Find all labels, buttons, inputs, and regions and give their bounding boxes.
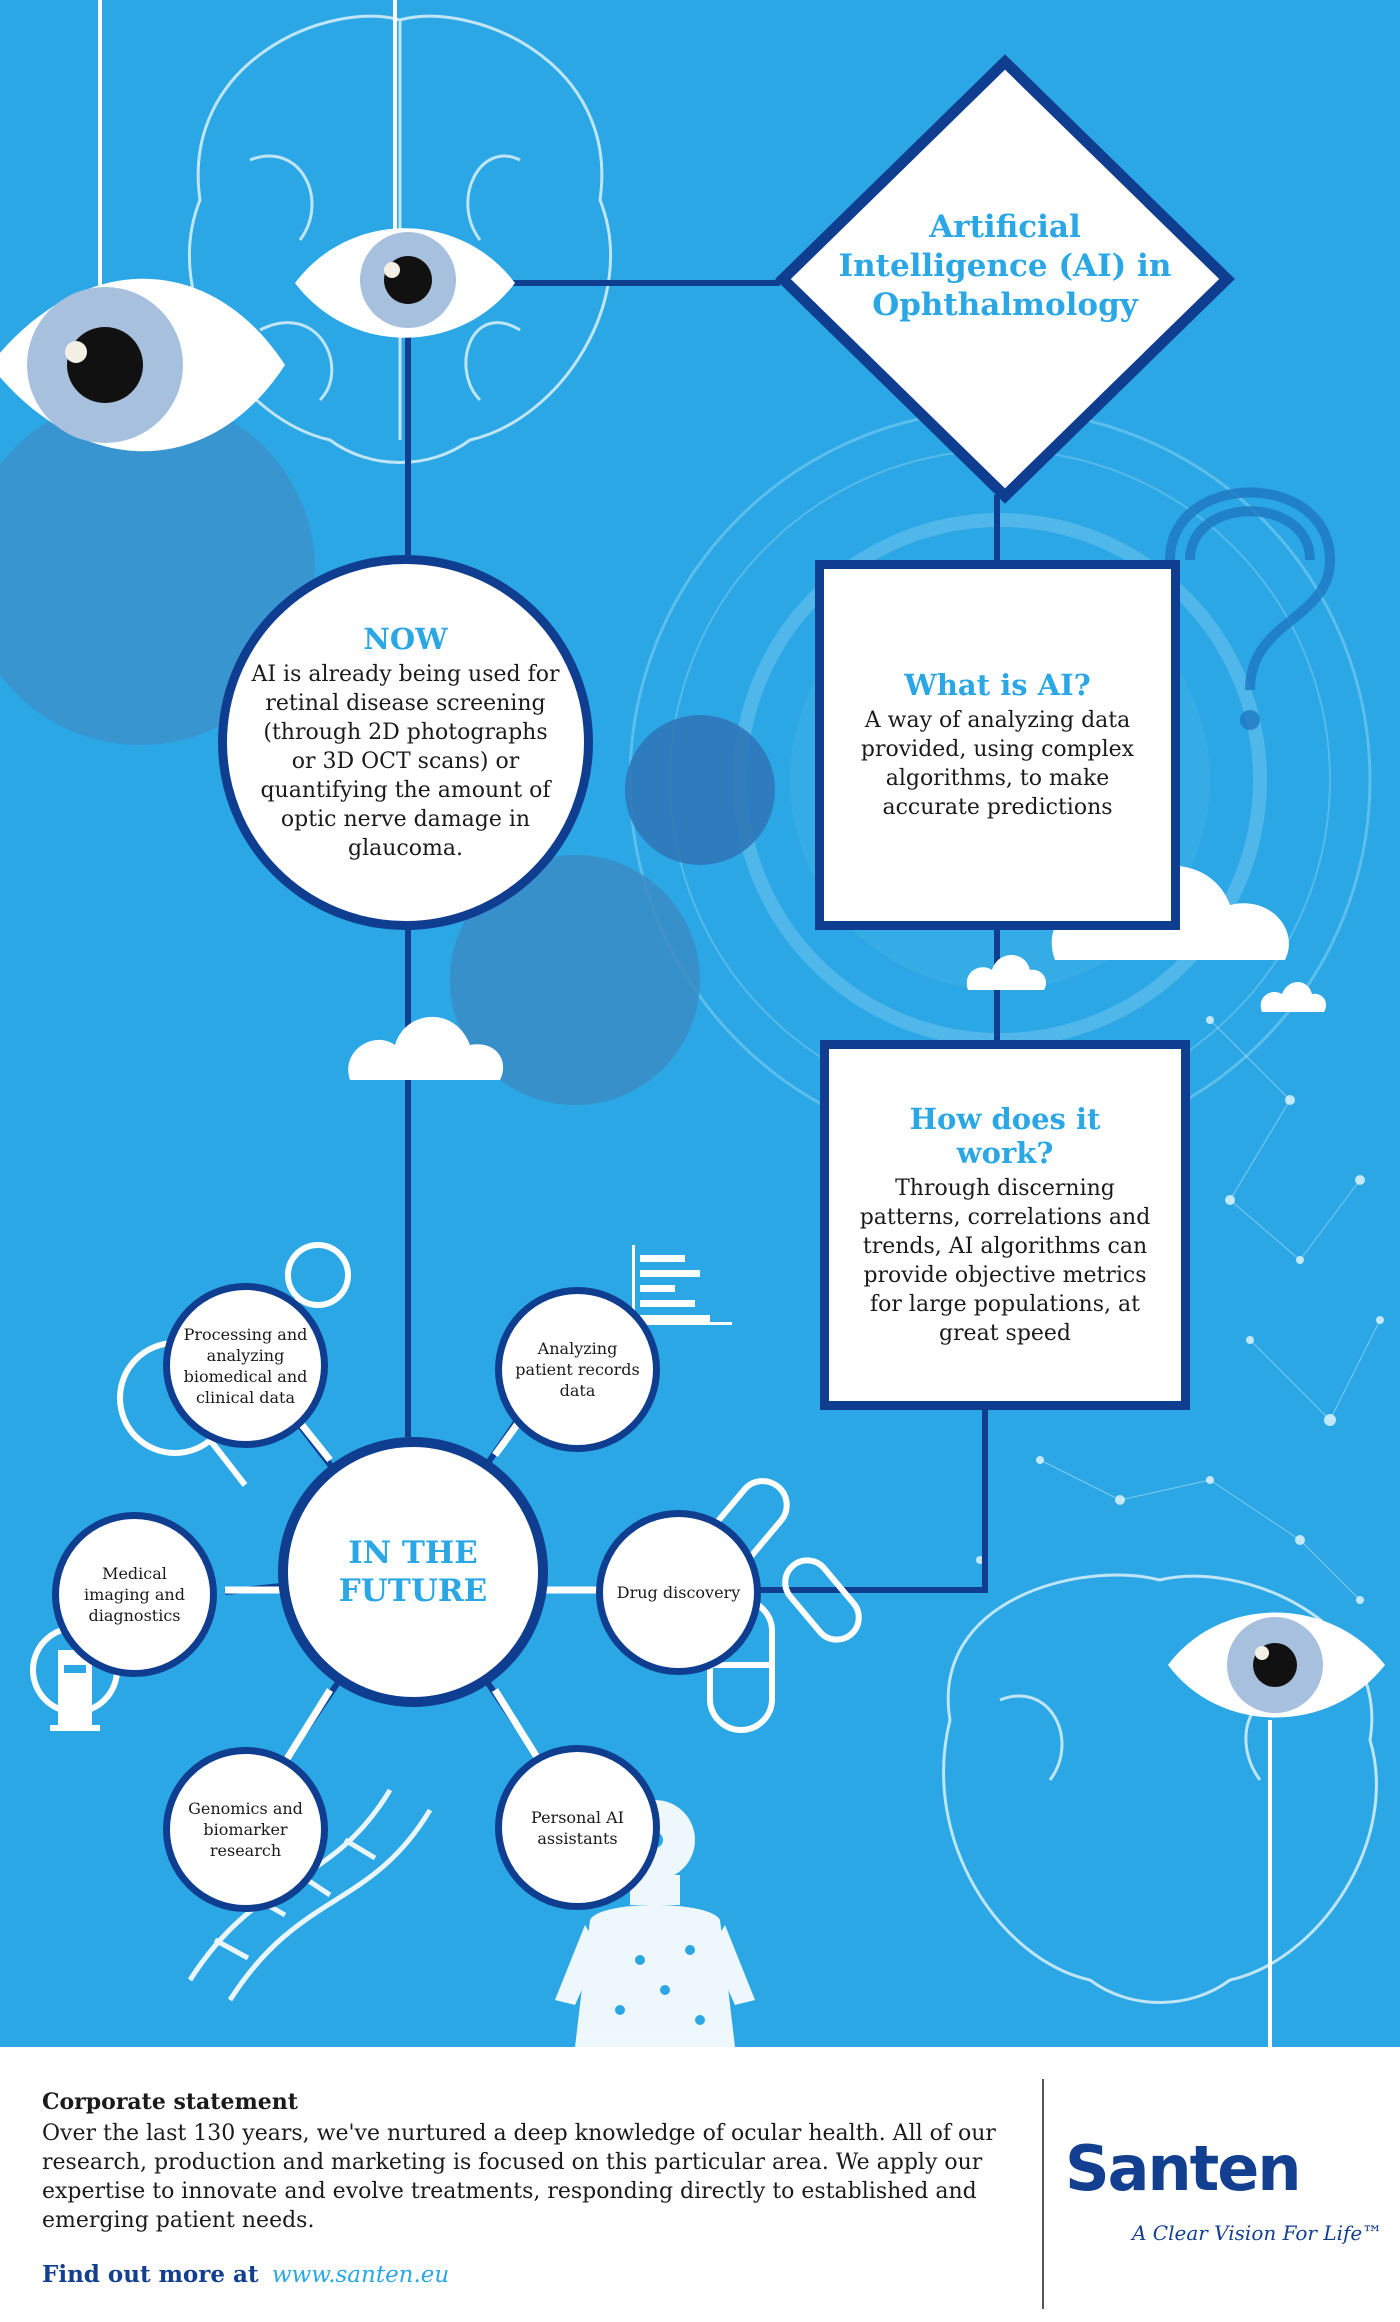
retina-image [450,855,700,1105]
decorative-illustrations [0,0,1385,2047]
future-item-patient-records: Analyzing patient records data [495,1287,660,1452]
corporate-statement-body: Over the last 130 years, we've nurtured … [42,2121,996,2233]
now-title: NOW [363,622,448,656]
what-is-ai-body: A way of analyzing data provided, using … [860,708,1135,820]
how-does-it-work-box: How does it work? Through discerning pat… [820,1040,1190,1410]
brain-outline-icon [188,14,612,464]
what-is-ai-box: What is AI? A way of analyzing data prov… [815,560,1180,930]
network-lines-icon [1039,1019,1381,1601]
brand-tagline: A Clear Vision For Life™ [1132,2221,1383,2245]
eye-icon [295,228,515,338]
future-item-medical-imaging: Medical imaging and diagnostics [52,1512,217,1677]
santen-logo: Santen [1065,2132,1301,2205]
corporate-statement-title: Corporate statement [42,2089,298,2115]
website-link[interactable]: www.santen.eu [271,2262,450,2288]
find-out-more: Find out more at www.santen.eu [42,2261,449,2288]
find-out-label: Find out more at [42,2261,259,2288]
eye-icon [1168,1612,1385,1718]
future-item-biomedical-data: Processing and analyzing biomedical and … [163,1283,328,1448]
in-the-future-title: IN THE FUTURE [338,1535,488,1609]
infographic-poster: Artificial Intelligence (AI) in Ophthalm… [0,0,1400,2047]
how-does-it-work-body: Through discerning patterns, correlation… [859,1176,1151,1346]
now-circle: NOW AI is already being used for retinal… [218,555,593,930]
retina-image [0,395,315,745]
title-diamond [775,54,1235,504]
what-is-ai-title: What is AI? [904,668,1091,702]
future-item-personal-ai: Personal AI assistants [495,1745,660,1910]
main-title: Artificial Intelligence (AI) in Ophthalm… [838,209,1172,323]
question-mark-icon [1165,487,1336,691]
in-the-future-circle: IN THE FUTURE [278,1437,548,1707]
future-item-genomics: Genomics and biomarker research [163,1747,328,1912]
now-body: AI is already being used for retinal dis… [251,662,560,861]
eye-icon [0,278,285,452]
bar-chart-icon [632,1245,732,1325]
future-item-drug-discovery: Drug discovery [596,1510,761,1675]
footer: Corporate statement Over the last 130 ye… [0,2047,1400,2322]
network-nodes-icon [976,1016,1384,1604]
how-does-it-work-title: How does it work? [909,1102,1101,1170]
footer-divider [1042,2079,1044,2309]
